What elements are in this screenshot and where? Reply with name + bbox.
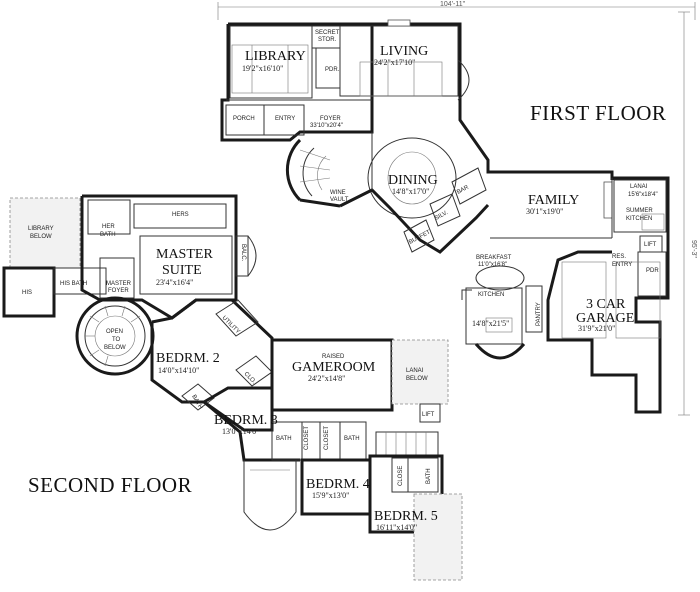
foyer-dim: 33'10"x20'4" bbox=[310, 123, 343, 129]
lanai-dim: 15'6"x18'4" bbox=[628, 192, 658, 198]
lanai-below-line2: BELOW bbox=[406, 376, 428, 382]
first-floor-plan bbox=[220, 19, 670, 414]
her-bath-line1: HER bbox=[102, 224, 115, 230]
hers-label: HERS bbox=[172, 212, 189, 218]
family-name: FAMILY bbox=[528, 193, 579, 208]
res-entry-line1: RES. bbox=[612, 254, 626, 260]
pdr-label: PDR. bbox=[325, 67, 340, 73]
open-below-line2: TO bbox=[112, 337, 121, 343]
silver-label: SILV. bbox=[434, 210, 449, 222]
overall-width-label: 104'-11" bbox=[440, 1, 466, 8]
breakfast-dim: 11'0"x16'8" bbox=[478, 262, 507, 268]
his-bath-label: HIS BATH bbox=[60, 281, 87, 287]
bar-label: BAR bbox=[456, 184, 470, 195]
breakfast-name: BREAKFAST bbox=[476, 255, 512, 261]
family-dim: 30'1"x19'0" bbox=[526, 207, 563, 216]
bedrm2-name: BEDRM. 2 bbox=[156, 351, 220, 366]
library-dim: 19'2"x16'10" bbox=[242, 64, 283, 73]
bedrm3-name: BEDRM. 3 bbox=[214, 413, 278, 428]
utility-label: UTILITY bbox=[221, 315, 241, 335]
bedrm4-dim: 15'9"x13'0" bbox=[312, 491, 349, 500]
pantry-label: PANTRY bbox=[536, 302, 542, 326]
foyer-name: FOYER bbox=[320, 116, 341, 122]
secret-stor-line1: SECRET bbox=[315, 30, 340, 36]
library-below-line1: LIBRARY bbox=[28, 226, 54, 232]
dining-dim: 14'8"x17'0" bbox=[392, 187, 429, 196]
second-floor-heading: SECOND FLOOR bbox=[28, 473, 192, 497]
gameroom-line1: RAISED bbox=[322, 354, 345, 360]
lanai-name: LANAI bbox=[630, 184, 648, 190]
res-entry-line2: ENTRY bbox=[612, 262, 632, 268]
open-below-line3: BELOW bbox=[104, 345, 126, 351]
master-suite-line2: SUITE bbox=[162, 263, 202, 278]
bedrm3-dim: 13'0"x14'0" bbox=[222, 427, 259, 436]
second-floor-plan bbox=[2, 194, 463, 581]
overall-width-dimension: 104'-11" bbox=[217, 1, 696, 20]
master-foyer-line2: FOYER bbox=[108, 288, 129, 294]
kitchen-dim: 14'8"x21'5" bbox=[472, 319, 509, 328]
first-lift-label: LIFT bbox=[644, 242, 657, 248]
overall-depth-dimension: 95'-3" bbox=[678, 11, 697, 416]
gameroom-dim: 24'2"x14'8" bbox=[308, 374, 345, 383]
closet-b-label: CLOSET bbox=[324, 426, 330, 450]
wine-vault-line1: WINE bbox=[330, 190, 346, 196]
living-name: LIVING bbox=[380, 44, 428, 59]
porch-label: PORCH bbox=[233, 116, 255, 122]
her-bath-line2: BATH bbox=[100, 232, 116, 238]
bedrm2-dim: 14'0"x14'10" bbox=[158, 366, 199, 375]
kitchen-name: KITCHEN bbox=[478, 292, 504, 298]
overall-depth-label: 95'-3" bbox=[690, 240, 697, 258]
dining-name: DINING bbox=[388, 173, 438, 188]
bedrm4-name: BEDRM. 4 bbox=[306, 477, 370, 492]
bedrm5-dim: 16'11"x14'0" bbox=[376, 523, 417, 532]
second-lift-label: LIFT bbox=[422, 412, 435, 418]
first-floor-heading: FIRST FLOOR bbox=[530, 101, 666, 125]
library-name: LIBRARY bbox=[245, 49, 306, 64]
master-suite-dim: 23'4"x16'4" bbox=[156, 278, 193, 287]
open-below-line1: OPEN bbox=[106, 329, 123, 335]
garage-dim: 31'9"x21'0" bbox=[578, 324, 615, 333]
garage-line1: 3 CAR bbox=[586, 297, 626, 312]
lanai-below-line1: LANAI bbox=[406, 368, 424, 374]
close-label: CLOSE bbox=[398, 466, 404, 486]
living-dim: 24'2"x17'10" bbox=[374, 58, 415, 67]
pdr2-label: PDR bbox=[646, 268, 659, 274]
master-suite-line1: MASTER bbox=[156, 247, 213, 262]
gameroom-line2: GAMEROOM bbox=[292, 360, 376, 375]
summer-kitchen-line2: KITCHEN bbox=[626, 216, 652, 222]
secret-stor-line2: STOR. bbox=[318, 37, 337, 43]
master-foyer-line1: MASTER bbox=[106, 281, 132, 287]
library-below-line2: BELOW bbox=[30, 234, 52, 240]
balc-label: BALC. bbox=[240, 244, 246, 262]
his-label: HIS bbox=[22, 290, 32, 296]
summer-kitchen-line1: SUMMER bbox=[626, 208, 653, 214]
wine-vault-line2: VAULT bbox=[330, 197, 349, 203]
bath-b-label: BATH bbox=[276, 436, 292, 442]
bedrm5-name: BEDRM. 5 bbox=[374, 509, 438, 524]
bath-d-label: BATH bbox=[426, 468, 432, 484]
garage-line2: GARAGE bbox=[576, 311, 634, 326]
bath-c-label: BATH bbox=[344, 436, 360, 442]
closet-a-label: CLOSET bbox=[304, 426, 310, 450]
entry-label: ENTRY bbox=[275, 116, 295, 122]
